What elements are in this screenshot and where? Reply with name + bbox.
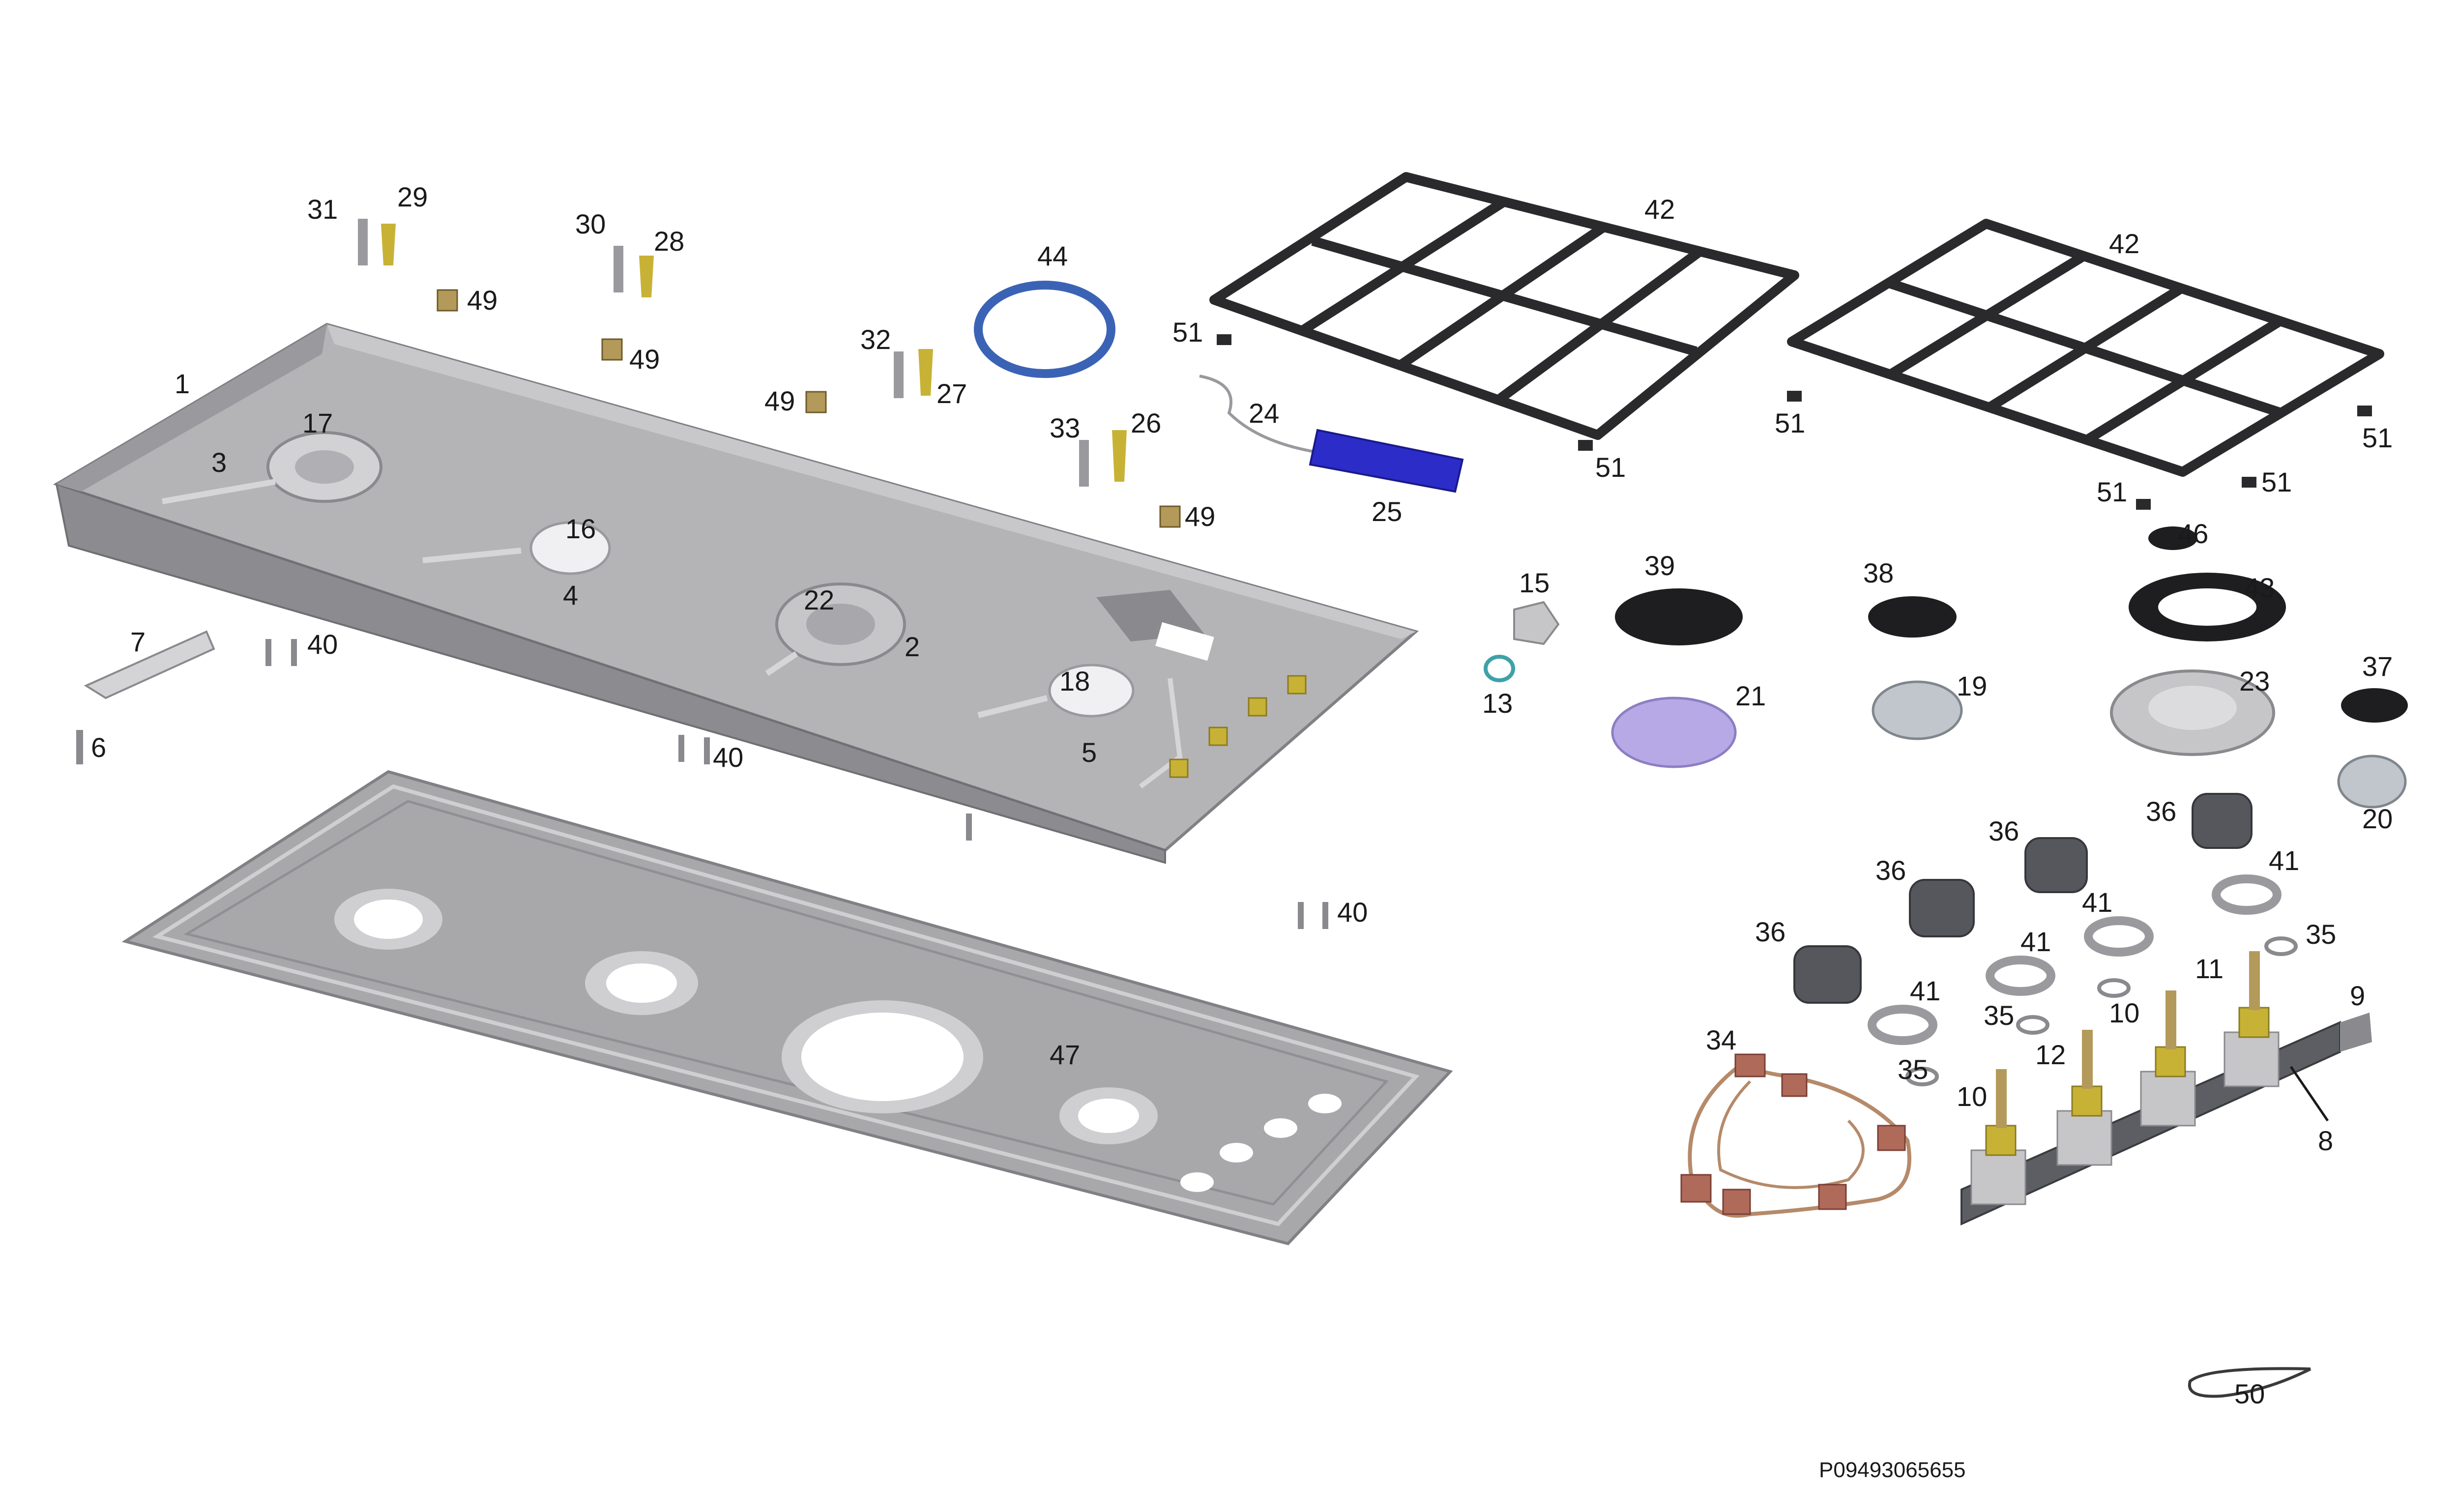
- label-9: 9: [2350, 980, 2365, 1011]
- label-7: 7: [130, 626, 146, 657]
- pan-support-right: [1787, 219, 2384, 477]
- label-51f: 51: [2261, 466, 2292, 497]
- label-49a: 49: [467, 285, 497, 316]
- label-24: 24: [1249, 398, 1279, 429]
- label-49d: 49: [1185, 501, 1215, 532]
- label-36b: 36: [1875, 855, 1906, 886]
- label-51d: 51: [2362, 422, 2393, 453]
- part-labels: 1 2 3 4 5 6 7 8 9 10 10 11 12 13 15 16 1…: [91, 181, 2393, 1409]
- grate-feet: [1217, 334, 2372, 510]
- label-41a: 41: [2269, 845, 2299, 876]
- gas-manifold: [1961, 951, 2372, 1226]
- label-8: 8: [2318, 1125, 2333, 1156]
- label-35b: 35: [1984, 1000, 2014, 1031]
- label-16: 16: [565, 513, 596, 544]
- label-26: 26: [1131, 407, 1161, 438]
- label-31: 31: [307, 194, 338, 225]
- label-11: 11: [2195, 953, 2224, 984]
- label-33: 33: [1050, 412, 1080, 443]
- label-51a: 51: [1172, 317, 1203, 348]
- label-38: 38: [1863, 557, 1894, 588]
- label-6: 6: [91, 732, 106, 763]
- label-36a: 36: [1755, 916, 1785, 947]
- label-12: 12: [2035, 1039, 2066, 1070]
- chassis-tray: [53, 322, 1419, 864]
- label-36c: 36: [1989, 815, 2019, 846]
- label-50: 50: [2234, 1378, 2265, 1409]
- bracket: [84, 630, 215, 699]
- label-1: 1: [175, 368, 190, 399]
- label-4: 4: [563, 580, 578, 611]
- control-knobs: [1793, 793, 2253, 1004]
- label-30: 30: [575, 208, 606, 239]
- pan-support-left: [1209, 172, 1799, 440]
- label-17: 17: [302, 407, 333, 438]
- label-10b: 10: [1957, 1081, 1987, 1112]
- label-2: 2: [905, 631, 920, 662]
- label-42b: 42: [2109, 228, 2139, 259]
- label-21: 21: [1735, 680, 1766, 711]
- label-36d: 36: [2146, 796, 2176, 827]
- electrodes: [358, 219, 1127, 487]
- wiring-harness: [1680, 1053, 1911, 1218]
- label-10a: 10: [2109, 997, 2139, 1028]
- label-49c: 49: [764, 385, 795, 416]
- label-40c: 40: [1337, 897, 1368, 928]
- label-42a: 42: [1644, 194, 1675, 225]
- ignition-cable: [1199, 375, 1318, 454]
- nozzles: [437, 289, 1181, 528]
- label-3: 3: [211, 447, 227, 478]
- burner-parts: [1484, 526, 2408, 809]
- label-20: 20: [2362, 803, 2393, 834]
- label-51b: 51: [1595, 452, 1626, 483]
- label-35c: 35: [1898, 1054, 1928, 1085]
- label-41b: 41: [2082, 887, 2112, 918]
- label-41c: 41: [2020, 926, 2051, 957]
- screws: [76, 639, 1328, 929]
- drawing-code: P09493065655: [1819, 1458, 1966, 1482]
- label-41d: 41: [1910, 975, 1940, 1006]
- wire-tool: [2188, 1367, 2312, 1398]
- label-23: 23: [2239, 666, 2270, 697]
- label-43: 43: [2244, 572, 2275, 603]
- label-40b: 40: [713, 742, 743, 773]
- label-51c: 51: [1775, 407, 1805, 438]
- label-37: 37: [2362, 651, 2393, 682]
- label-46: 46: [2178, 518, 2208, 549]
- label-34: 34: [1706, 1024, 1736, 1055]
- label-19: 19: [1957, 670, 1987, 701]
- label-15: 15: [1519, 567, 1550, 598]
- label-22: 22: [804, 584, 834, 615]
- knob-bezels: [1868, 874, 2282, 1045]
- label-28: 28: [654, 226, 684, 257]
- label-49b: 49: [629, 344, 660, 375]
- ignition-module: [1309, 429, 1464, 493]
- seal-ring: [974, 281, 1115, 378]
- label-35a: 35: [2306, 919, 2336, 950]
- label-18: 18: [1059, 666, 1090, 697]
- label-39: 39: [1644, 550, 1675, 581]
- label-32: 32: [860, 324, 891, 355]
- label-29: 29: [397, 181, 428, 212]
- label-27: 27: [936, 378, 967, 409]
- label-40a: 40: [307, 629, 338, 660]
- label-47: 47: [1050, 1039, 1080, 1070]
- label-25: 25: [1372, 496, 1402, 527]
- label-51e: 51: [2097, 476, 2127, 507]
- leader-line-8: [2289, 1066, 2329, 1122]
- bottom-plate: [121, 770, 1453, 1246]
- clips: [1905, 936, 2298, 1086]
- label-44: 44: [1037, 240, 1068, 271]
- label-13: 13: [1482, 688, 1513, 719]
- label-5: 5: [1082, 737, 1097, 768]
